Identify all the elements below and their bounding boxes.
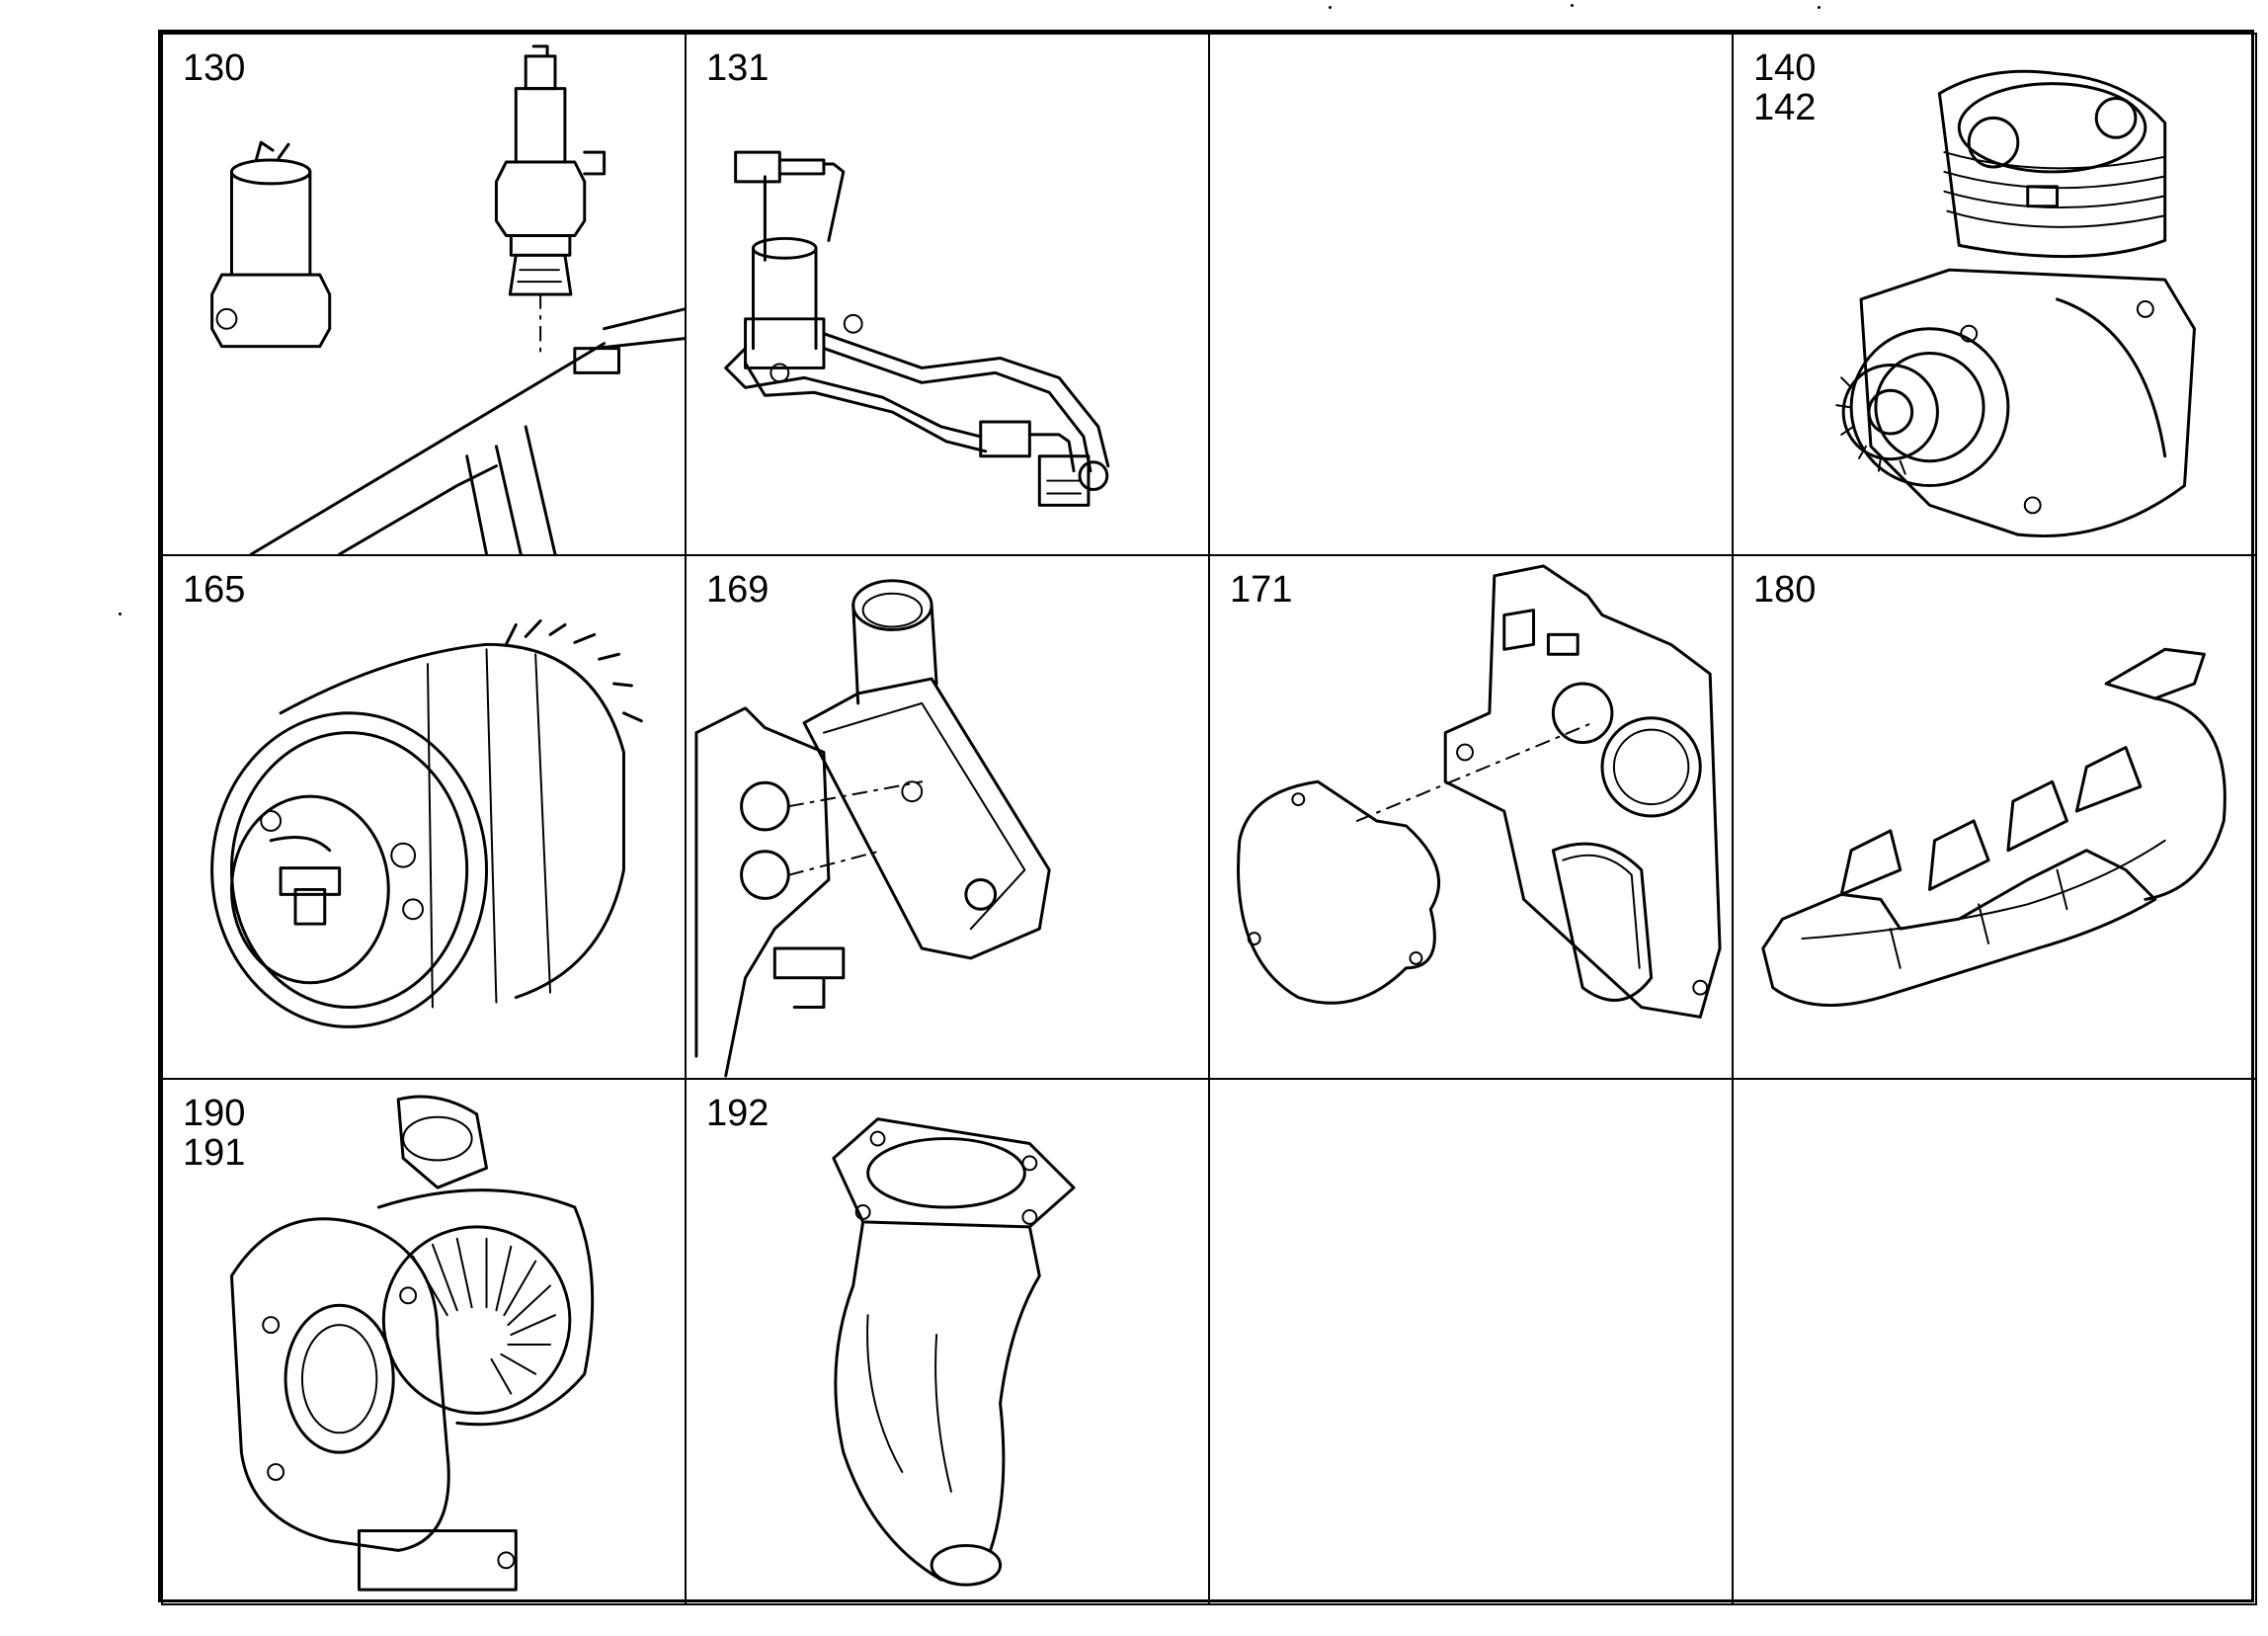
part-cell-171[interactable]: 171 — [1208, 554, 1734, 1080]
timing-cover-icon — [1237, 564, 1722, 1019]
turbocharger-icon — [229, 1095, 595, 1592]
sensor-and-injector-icon — [210, 44, 685, 554]
part-ref-label: 171 — [1230, 569, 1293, 611]
part-cell-180[interactable]: 180 — [1732, 554, 2257, 1080]
exhaust-manifold-icon — [1761, 647, 2227, 1007]
part-ref-label: 169 — [706, 569, 770, 611]
scan-speck — [1571, 4, 1574, 7]
part-cell-169[interactable]: 169 — [685, 554, 1210, 1080]
part-ref-label: 130 — [183, 47, 246, 89]
part-ref-label: 180 — [1753, 569, 1817, 611]
part-cell-131[interactable]: 131 — [685, 33, 1210, 556]
scan-speck — [119, 613, 122, 615]
part-cell-165[interactable]: 165 — [161, 554, 687, 1080]
part-ref-label: 165 — [183, 569, 246, 611]
part-cell-empty — [1208, 1078, 1734, 1605]
scan-speck — [1818, 6, 1821, 9]
thermostat-housing-icon — [694, 579, 1051, 1078]
exhaust-elbow-icon — [832, 1117, 1076, 1587]
part-cell-empty — [1208, 33, 1734, 556]
part-cell-192[interactable]: 192 — [685, 1078, 1210, 1605]
air-compressor-icon — [1835, 69, 2196, 538]
injection-lines-icon — [724, 150, 1110, 507]
scan-speck — [1329, 6, 1332, 9]
part-ref-label: 192 — [706, 1093, 770, 1134]
water-pump-pulley-icon — [210, 619, 643, 1028]
part-cell-empty — [1732, 1078, 2257, 1605]
part-ref-label: 131 — [706, 47, 770, 89]
part-cell-130[interactable]: 130 — [161, 33, 687, 556]
parts-index-sheet: 130 131 — [158, 30, 2257, 1605]
